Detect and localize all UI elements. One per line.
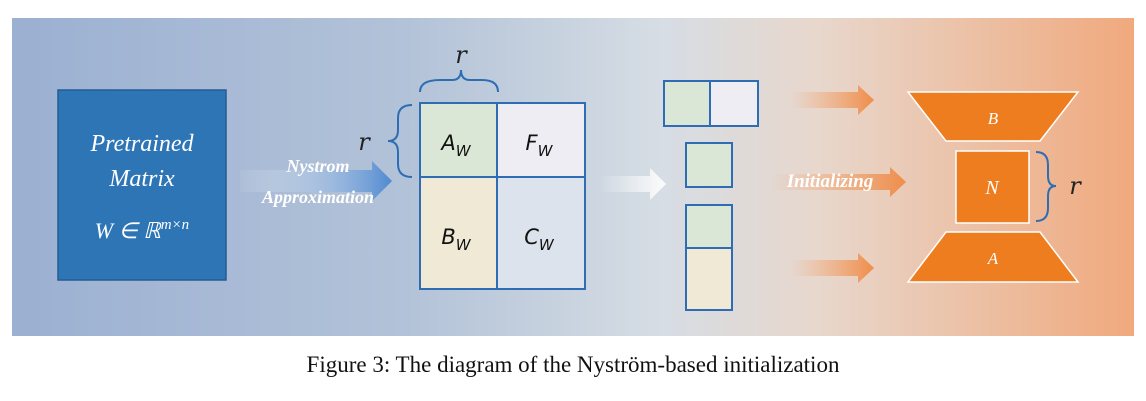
adapter-n-label: N bbox=[984, 177, 1000, 199]
pretrained-formula: W ∈ ℝm×n bbox=[95, 217, 189, 243]
label-a-w: AW bbox=[439, 131, 471, 160]
rank-label-left: r bbox=[358, 128, 371, 156]
arrow-to-n bbox=[770, 167, 906, 197]
initializing-label: Initializing bbox=[786, 171, 874, 192]
submatrix-grid: AW FW BW CW bbox=[419, 102, 586, 290]
pretrained-line1: Pretrained bbox=[89, 131, 194, 157]
arrow-to-a bbox=[790, 253, 874, 283]
decomposed-blocks bbox=[663, 80, 759, 311]
block-col-b bbox=[685, 247, 733, 311]
nystrom-arrow: Nystrom Approximation bbox=[240, 156, 392, 207]
cell-b bbox=[420, 177, 497, 289]
cell-f bbox=[497, 103, 585, 177]
adapter-structure: B N A r bbox=[906, 91, 1082, 283]
nystrom-label-line1: Nystrom bbox=[286, 156, 350, 176]
split-arrow bbox=[600, 168, 666, 200]
block-a bbox=[685, 142, 733, 188]
pretrained-line2: Matrix bbox=[108, 166, 175, 192]
label-b-w: BW bbox=[441, 225, 471, 254]
block-col-a bbox=[685, 204, 733, 249]
block-row-a bbox=[663, 80, 711, 127]
cell-a bbox=[420, 103, 497, 177]
label-f-w: FW bbox=[526, 131, 554, 160]
rank-label-top: r bbox=[455, 41, 468, 69]
adapter-n bbox=[955, 150, 1030, 224]
adapter-a bbox=[906, 231, 1080, 283]
cell-c bbox=[497, 177, 585, 289]
diagram: Pretrained Matrix W ∈ ℝm×n Nystrom Appro… bbox=[12, 18, 1134, 336]
block-row-f bbox=[709, 80, 759, 127]
label-c-w: CW bbox=[524, 225, 555, 254]
adapter-b-label: B bbox=[988, 109, 999, 128]
arrow-to-b bbox=[790, 85, 874, 115]
rank-brace-left: r bbox=[358, 104, 413, 178]
adapter-a-label: A bbox=[987, 249, 999, 268]
figure-caption: Figure 3: The diagram of the Nyström-bas… bbox=[306, 352, 840, 377]
rank-label-right: r bbox=[1069, 172, 1082, 200]
pretrained-matrix: Pretrained Matrix W ∈ ℝm×n bbox=[57, 89, 227, 281]
adapter-b bbox=[906, 91, 1080, 142]
nystrom-label-line2: Approximation bbox=[261, 187, 374, 207]
rank-brace-right bbox=[1035, 151, 1057, 222]
rank-brace-top: r bbox=[419, 41, 499, 93]
